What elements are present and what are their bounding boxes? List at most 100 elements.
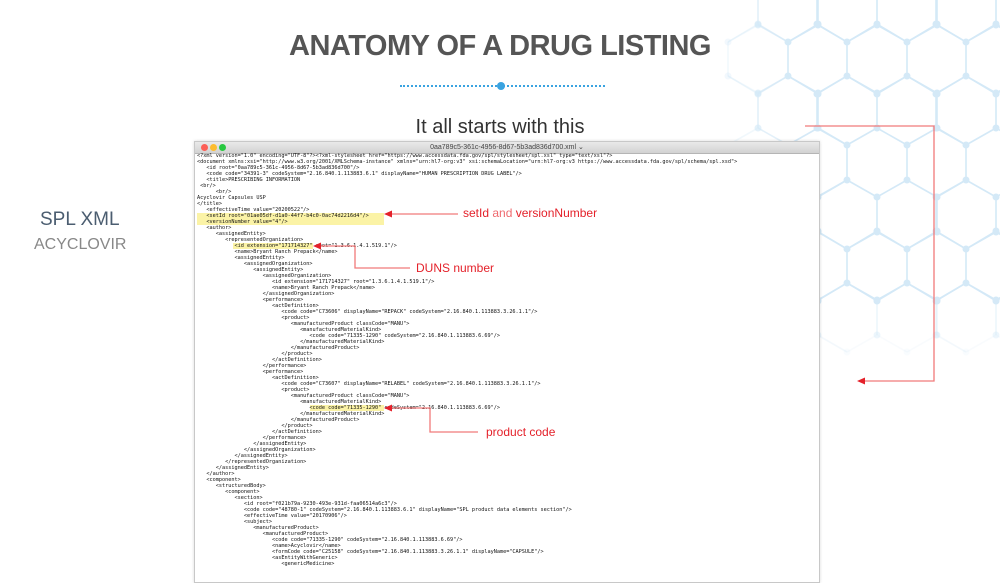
hex-edge — [816, 75, 848, 95]
xml-line: <manufacturedProduct classCode="MANU"> — [197, 321, 410, 327]
xml-line: <actDefinition> — [197, 303, 319, 309]
hex-edge — [906, 24, 938, 43]
hex-node — [992, 90, 1000, 98]
hex-node — [903, 72, 911, 80]
xml-line: <id root="f021b79a-9230-493e-931d-faa065… — [197, 501, 397, 507]
hex-edge — [906, 75, 938, 95]
hex-node — [754, 90, 762, 98]
hex-edge — [936, 334, 967, 353]
hex-edge — [727, 23, 759, 43]
hex-node — [813, 90, 821, 98]
hex-edge — [846, 282, 878, 302]
xml-line: <actDefinition> — [197, 375, 319, 381]
hex-node — [932, 193, 940, 201]
xml-line: </manufacturedMaterialKind> — [197, 411, 385, 417]
hex-node — [903, 176, 911, 184]
hex-node — [873, 21, 881, 29]
hex-edge — [846, 334, 878, 353]
hex-node — [873, 331, 881, 339]
hex-edge — [936, 127, 967, 146]
highlight-setid — [197, 213, 384, 225]
hex-node — [933, 228, 941, 236]
hex-edge — [757, 24, 789, 43]
hex-node — [843, 38, 851, 46]
xml-line: <assignedOrganization> — [197, 261, 313, 267]
hex-node — [962, 245, 970, 253]
xml-content[interactable]: <?xml version="1.0" encoding="UTF-8"?><?… — [197, 153, 737, 567]
xml-line: </assignedOrganization> — [197, 447, 316, 453]
hex-node — [724, 72, 732, 80]
xml-line: <performance> — [197, 369, 304, 375]
xml-line: </product> — [197, 351, 313, 357]
hex-node — [962, 279, 970, 287]
xml-line: </manufacturedMaterialKind> — [197, 339, 385, 345]
xml-line: <setId root="01ae05df-d1a0-44f7-b4c0-0ac… — [197, 213, 369, 219]
hex-edge — [965, 231, 997, 250]
side-label: SPL XML — [40, 209, 120, 230]
hex-edge — [757, 75, 789, 95]
hex-edge — [935, 179, 967, 198]
hex-node — [873, 228, 881, 236]
xml-line: <id extension="171714327" root="1.3.6.1.… — [197, 279, 435, 285]
xml-line: <section> — [197, 495, 263, 501]
hex-node — [903, 279, 911, 287]
hex-edge — [876, 334, 908, 353]
hex-edge — [817, 24, 848, 43]
hex-node — [754, 21, 762, 29]
hex-node — [992, 21, 1000, 29]
xml-line: </actDefinition> — [197, 357, 322, 363]
hex-node — [933, 21, 941, 29]
xml-line: <name>Acyclovir</name> — [197, 543, 341, 549]
hex-node — [962, 72, 970, 80]
hex-node — [843, 72, 851, 80]
hex-edge — [846, 231, 878, 250]
hex-edge — [876, 75, 908, 95]
window-title: 0aa789c5-361c-4956-8d67-5b3ad836d700.xml… — [430, 144, 584, 151]
xml-line: <code code="C73607" displayName="RELABEL… — [197, 381, 541, 387]
xml-line: <br/> — [197, 183, 216, 189]
hex-node — [932, 90, 940, 98]
xml-line: <genericMedicine> — [197, 561, 335, 567]
hex-node — [873, 193, 881, 201]
hex-edge — [876, 282, 908, 302]
close-button[interactable] — [201, 144, 208, 151]
xml-line: <br/> — [197, 189, 232, 195]
xml-line: <asEntityWithGeneric> — [197, 555, 338, 561]
hex-edge — [936, 231, 967, 250]
hex-node — [992, 124, 1000, 132]
xml-line: <assignedEntity> — [197, 231, 266, 237]
setid-annotation: setId and versionNumber — [463, 206, 597, 220]
hex-node — [992, 331, 1000, 339]
hex-node — [932, 297, 940, 305]
hex-node — [814, 21, 822, 29]
xml-line: <code code="71335-1290" codeSystem="2.16… — [197, 537, 463, 543]
xml-line: <code code="34391-3" codeSystem="2.16.84… — [197, 171, 522, 177]
xml-line: <representedOrganization> — [197, 237, 304, 243]
hex-edge — [846, 24, 878, 43]
xml-line: </manufacturedProduct> — [197, 417, 360, 423]
hex-node — [873, 297, 881, 305]
minimize-button[interactable] — [210, 144, 217, 151]
hex-edge — [965, 282, 997, 302]
hex-edge — [816, 179, 848, 198]
and-label: and — [489, 206, 516, 220]
xml-line: <product> — [197, 387, 310, 393]
hex-node — [932, 331, 940, 339]
version-number-label: versionNumber — [515, 206, 598, 220]
hex-edge — [727, 24, 759, 43]
xml-line: </representedOrganization> — [197, 459, 307, 465]
xml-line: <assignedEntity> — [197, 267, 304, 273]
zoom-button[interactable] — [219, 144, 226, 151]
xml-line: </manufacturedProduct> — [197, 345, 360, 351]
hex-edge — [965, 24, 997, 43]
xml-line: <component> — [197, 489, 260, 495]
xml-viewer-window: 0aa789c5-361c-4956-8d67-5b3ad836d700.xml… — [194, 141, 820, 583]
hex-edge — [727, 75, 759, 94]
hex-node — [933, 331, 941, 339]
hex-node — [873, 90, 881, 98]
setid-label: setId — [463, 206, 490, 220]
xml-line: </assignedOrganization> — [197, 291, 335, 297]
xml-line: <code code="C73606" displayName="REPACK"… — [197, 309, 538, 315]
xml-line: </assignedEntity> — [197, 465, 269, 471]
hex-node — [843, 279, 851, 287]
